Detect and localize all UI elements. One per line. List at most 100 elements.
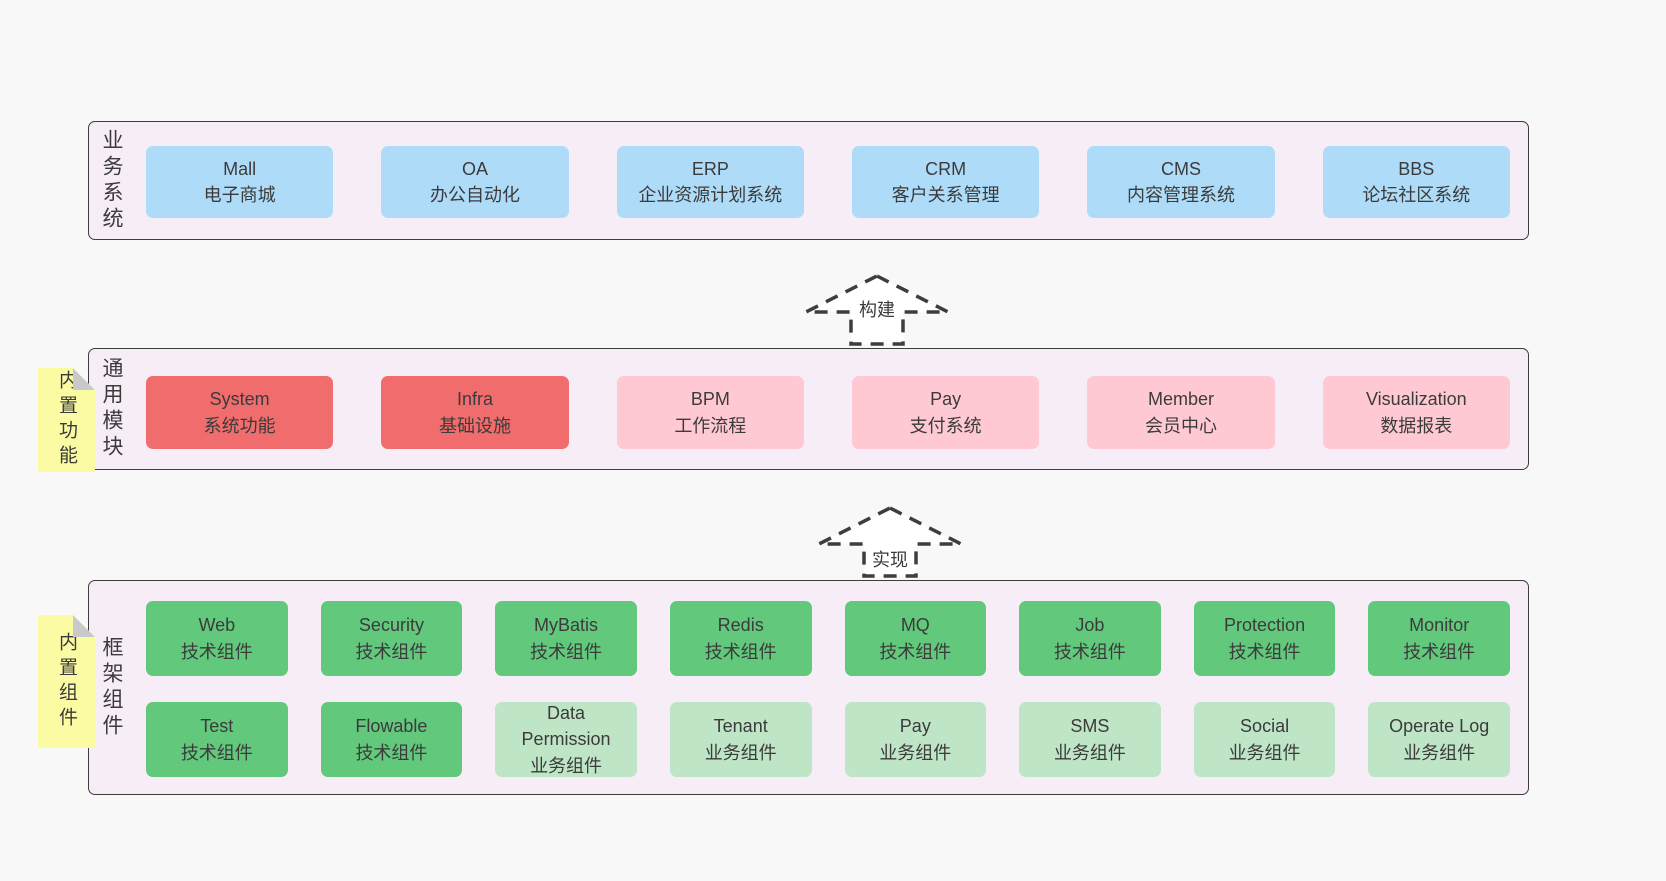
module-box: CRM 客户关系管理	[851, 146, 1040, 218]
build-arrow-label: 构建	[857, 296, 897, 322]
module-subtitle: 技术组件	[1228, 641, 1301, 662]
module-subtitle: 业务组件	[1403, 742, 1476, 763]
build-arrow: 构建	[802, 274, 952, 346]
module-grid-common: System 系统功能 Infra 基础设施 BPM 工作流程 Pay 支付系统…	[146, 376, 1510, 449]
module-title: Security	[358, 615, 424, 636]
module-subtitle: 工作流程	[674, 415, 747, 436]
module-title: Data Permission	[521, 703, 611, 750]
module-box: Protection 技术组件	[1193, 601, 1336, 676]
layer-business-systems: 业务系统 Mall 电子商城 OA 办公自动化 ERP 企业资源计划系统 CRM…	[88, 121, 1529, 240]
module-box: Security 技术组件	[320, 601, 463, 676]
module-subtitle: 技术组件	[530, 641, 603, 662]
module-title: Operate Log	[1389, 716, 1490, 737]
note-fold-icon	[73, 368, 95, 390]
module-title: BPM	[690, 389, 730, 410]
module-box: CMS 内容管理系统	[1087, 146, 1275, 218]
module-subtitle: 内容管理系统	[1126, 185, 1235, 205]
module-title: Redis	[717, 615, 764, 636]
module-title: Tenant	[713, 716, 768, 737]
layer-label-framework-components: 框架组件	[100, 635, 123, 740]
module-box: BBS 论坛社区系统	[1322, 146, 1510, 218]
module-title: Web	[198, 615, 236, 636]
module-subtitle: 基础设施	[438, 415, 511, 436]
module-title: Member	[1147, 389, 1214, 410]
module-box: Flowable 技术组件	[320, 702, 463, 777]
module-subtitle: 技术组件	[180, 641, 253, 662]
module-box: Tenant 业务组件	[669, 702, 812, 777]
layer-label-common-modules: 通用模块	[100, 357, 123, 461]
up-arrow-icon	[818, 506, 962, 578]
module-title: SMS	[1070, 716, 1110, 737]
module-box: Redis 技术组件	[669, 601, 812, 676]
layer-label-business-systems: 业务系统	[100, 128, 123, 233]
module-subtitle: 技术组件	[355, 641, 428, 662]
module-subtitle: 业务组件	[530, 755, 603, 776]
module-subtitle: 系统功能	[203, 415, 276, 436]
module-box: Visualization 数据报表	[1322, 376, 1510, 449]
module-subtitle: 客户关系管理	[891, 185, 1000, 205]
module-grid-framework: Web 技术组件 Security 技术组件 MyBatis 技术组件 Redi…	[146, 601, 1510, 777]
sticky-note-built-in-components: 内置组件	[38, 615, 95, 748]
module-subtitle: 技术组件	[704, 641, 777, 662]
module-title: MyBatis	[534, 615, 599, 636]
module-box: Social 业务组件	[1193, 702, 1336, 777]
module-subtitle: 业务组件	[879, 742, 952, 763]
module-box: Pay 业务组件	[844, 702, 987, 777]
module-title: Infra	[456, 389, 493, 410]
module-box: Monitor 技术组件	[1368, 601, 1510, 676]
module-title: Mall	[223, 158, 257, 179]
layer-framework-components: 框架组件 Web 技术组件 Security 技术组件 MyBatis 技术组件…	[88, 580, 1529, 795]
module-box: Pay 支付系统	[851, 376, 1040, 449]
module-subtitle: 业务组件	[1053, 742, 1126, 763]
layer-common-modules: 通用模块 System 系统功能 Infra 基础设施 BPM 工作流程 Pay…	[88, 348, 1529, 470]
implement-arrow: 实现	[815, 506, 965, 578]
module-subtitle: 支付系统	[909, 415, 982, 436]
module-box: BPM 工作流程	[616, 376, 804, 449]
implement-arrow-label: 实现	[870, 546, 910, 572]
module-box: System 系统功能	[146, 376, 334, 449]
module-subtitle: 技术组件	[1403, 641, 1476, 662]
module-subtitle: 会员中心	[1144, 415, 1217, 436]
sticky-note-built-in-features: 内置功能	[38, 368, 95, 472]
module-box: SMS 业务组件	[1019, 702, 1161, 777]
module-title: System	[209, 389, 270, 410]
module-box: MQ 技术组件	[844, 601, 987, 676]
module-subtitle: 技术组件	[355, 742, 428, 763]
module-title: Pay	[899, 716, 931, 737]
module-subtitle: 论坛社区系统	[1362, 185, 1471, 205]
module-title: OA	[461, 158, 488, 179]
module-subtitle: 技术组件	[1053, 641, 1126, 662]
module-grid-business: Mall 电子商城 OA 办公自动化 ERP 企业资源计划系统 CRM 客户关系…	[146, 146, 1510, 218]
module-title: MQ	[900, 615, 930, 636]
module-box: ERP 企业资源计划系统	[616, 146, 804, 218]
module-subtitle: 业务组件	[1228, 742, 1301, 763]
module-box: Infra 基础设施	[381, 376, 569, 449]
sticky-note-text: 内置组件	[56, 631, 77, 732]
module-title: Test	[200, 716, 234, 737]
module-box: Mall 电子商城	[146, 146, 334, 218]
module-box: MyBatis 技术组件	[495, 601, 637, 676]
module-box: Data Permission 业务组件	[495, 702, 637, 777]
module-title: BBS	[1398, 158, 1435, 179]
module-title: Social	[1240, 716, 1290, 737]
module-box: Operate Log 业务组件	[1368, 702, 1510, 777]
module-box: Test 技术组件	[146, 702, 288, 777]
module-title: CRM	[925, 158, 967, 179]
module-subtitle: 业务组件	[704, 742, 777, 763]
module-box: Member 会员中心	[1087, 376, 1275, 449]
module-title: Protection	[1224, 615, 1306, 636]
module-subtitle: 技术组件	[879, 641, 952, 662]
sticky-note-text: 内置功能	[56, 370, 77, 470]
module-subtitle: 企业资源计划系统	[638, 185, 783, 205]
module-title: Flowable	[355, 716, 428, 737]
module-subtitle: 电子商城	[203, 185, 276, 205]
module-subtitle: 办公自动化	[429, 185, 520, 205]
module-title: Visualization	[1365, 389, 1467, 410]
module-subtitle: 技术组件	[180, 742, 253, 763]
module-box: OA 办公自动化	[381, 146, 569, 218]
module-title: Pay	[930, 389, 962, 410]
module-title: ERP	[691, 158, 729, 179]
module-box: Job 技术组件	[1019, 601, 1161, 676]
module-title: CMS	[1160, 158, 1201, 179]
module-subtitle: 数据报表	[1380, 415, 1453, 436]
